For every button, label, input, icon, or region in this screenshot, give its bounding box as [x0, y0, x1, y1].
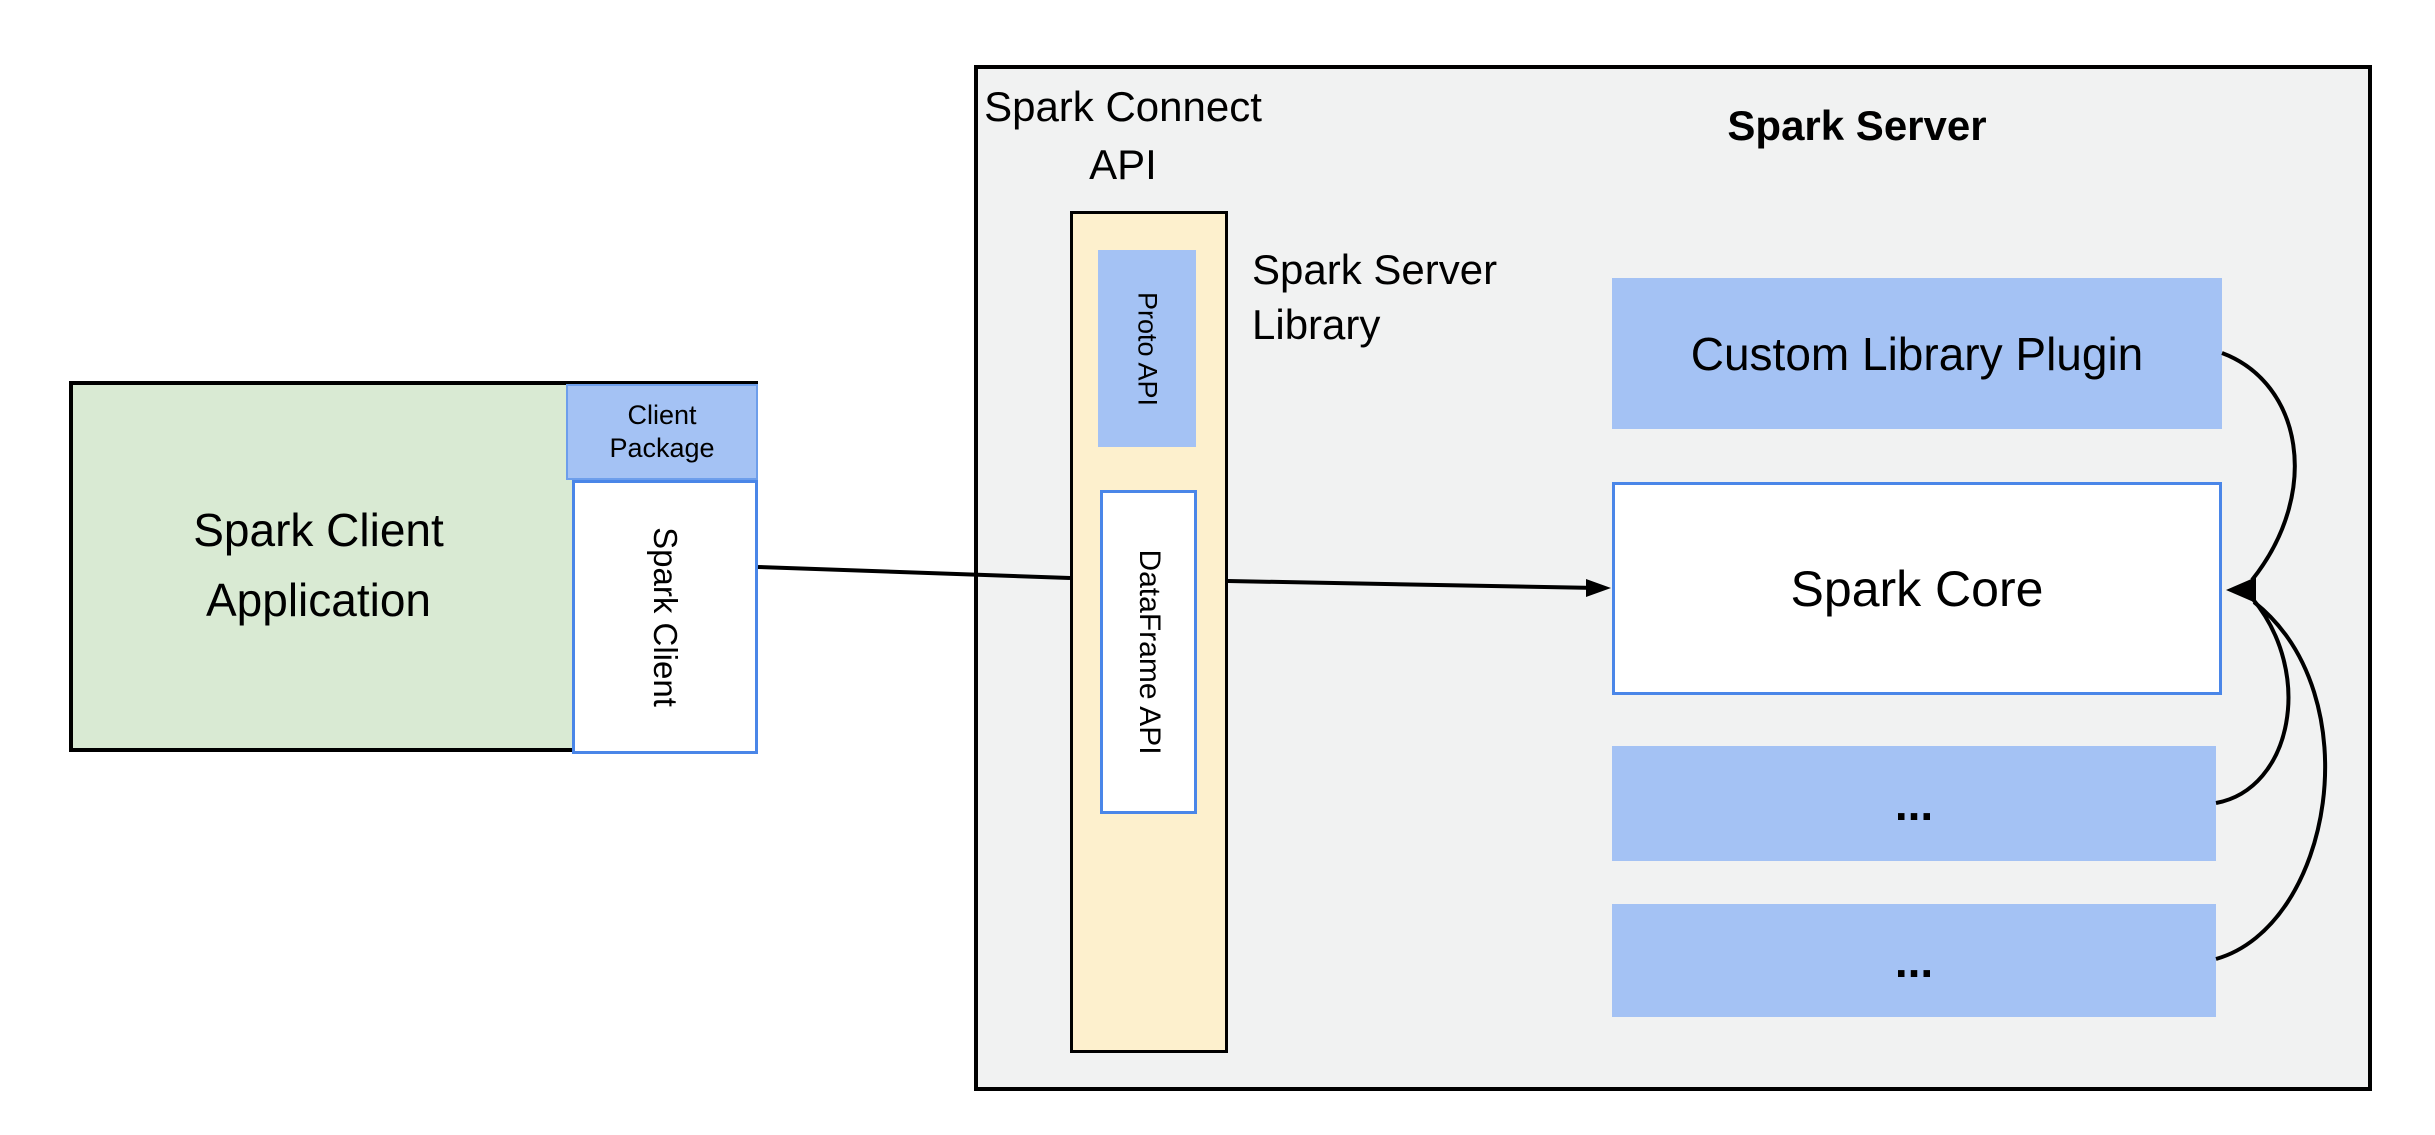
proto-api-box: Proto API — [1098, 250, 1196, 447]
spark-client-application-label: Spark Client Application — [193, 503, 444, 626]
plugin-placeholder-box-1: ... — [1612, 746, 2216, 861]
spark-client-box: Spark Client — [572, 480, 758, 754]
dataframe-api-box: DataFrame API — [1100, 490, 1197, 814]
dataframe-api-label: DataFrame API — [1132, 549, 1166, 755]
proto-api-label: Proto API — [1132, 291, 1163, 406]
spark-client-label: Spark Client — [647, 527, 684, 707]
spark-connect-api-label: Spark Connect API — [984, 83, 1262, 188]
spark-core-box: Spark Core — [1612, 482, 2222, 695]
spark-server-library-label: Spark Server Library — [1252, 246, 1498, 348]
custom-library-plugin-box: Custom Library Plugin — [1612, 278, 2222, 429]
spark-server-title: Spark Server — [1727, 102, 1987, 149]
client-package-box: Client Package — [566, 384, 758, 480]
plugin-placeholder-box-2: ... — [1612, 904, 2216, 1017]
